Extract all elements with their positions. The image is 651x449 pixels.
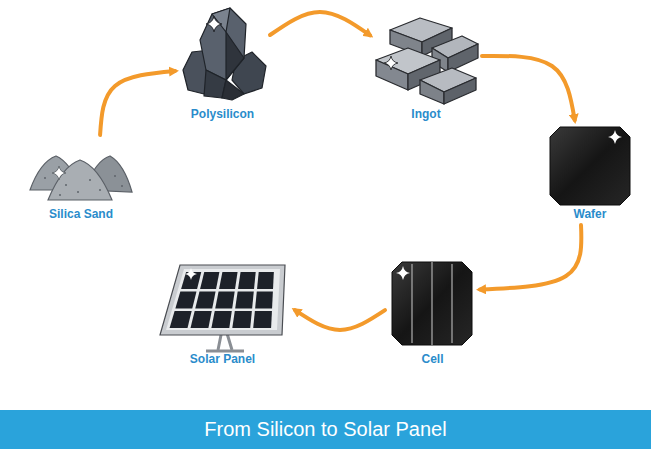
- node-label: Ingot: [370, 107, 482, 121]
- silica-sand-node: Silica Sand: [28, 135, 134, 225]
- node-label: Polysilicon: [175, 107, 270, 121]
- flow-arrow: [270, 12, 370, 35]
- solar-panel-illustration: [160, 265, 285, 351]
- panel-cell: [232, 311, 252, 328]
- panel-cell: [235, 292, 254, 309]
- solar-panel-node: Solar Panel: [150, 255, 295, 370]
- panel-cell: [200, 272, 219, 289]
- panel-cell: [238, 272, 256, 289]
- ingot-node: Ingot: [370, 10, 482, 125]
- panel-cell: [211, 311, 231, 328]
- flow-arrow: [482, 56, 575, 120]
- panel-cell: [253, 311, 272, 328]
- cell-illustration: [392, 262, 472, 345]
- ingot-illustration: [376, 18, 478, 104]
- node-label: Solar Panel: [150, 352, 295, 366]
- node-label: Cell: [385, 352, 480, 366]
- polysilicon-node: Polysilicon: [175, 5, 270, 125]
- cell-node: Cell: [385, 255, 480, 370]
- panel-cell: [257, 272, 274, 289]
- panel-cell: [255, 292, 273, 309]
- flow-arrow: [480, 225, 581, 290]
- panel-cell: [219, 272, 237, 289]
- sand-illustration: [30, 156, 132, 200]
- panel-cell: [215, 292, 234, 309]
- panel-cell: [195, 292, 215, 309]
- panel-cell: [190, 311, 211, 328]
- wafer-node: Wafer: [545, 120, 635, 225]
- flow-arrow: [295, 310, 385, 330]
- panel-cell: [170, 311, 192, 328]
- flow-arrow: [100, 71, 175, 135]
- node-label: Wafer: [545, 207, 635, 221]
- polysilicon-illustration: [183, 8, 266, 100]
- title-text: From Silicon to Solar Panel: [0, 410, 651, 449]
- panel-cell: [175, 292, 196, 309]
- node-label: Silica Sand: [28, 207, 134, 221]
- wafer-illustration: [550, 127, 630, 205]
